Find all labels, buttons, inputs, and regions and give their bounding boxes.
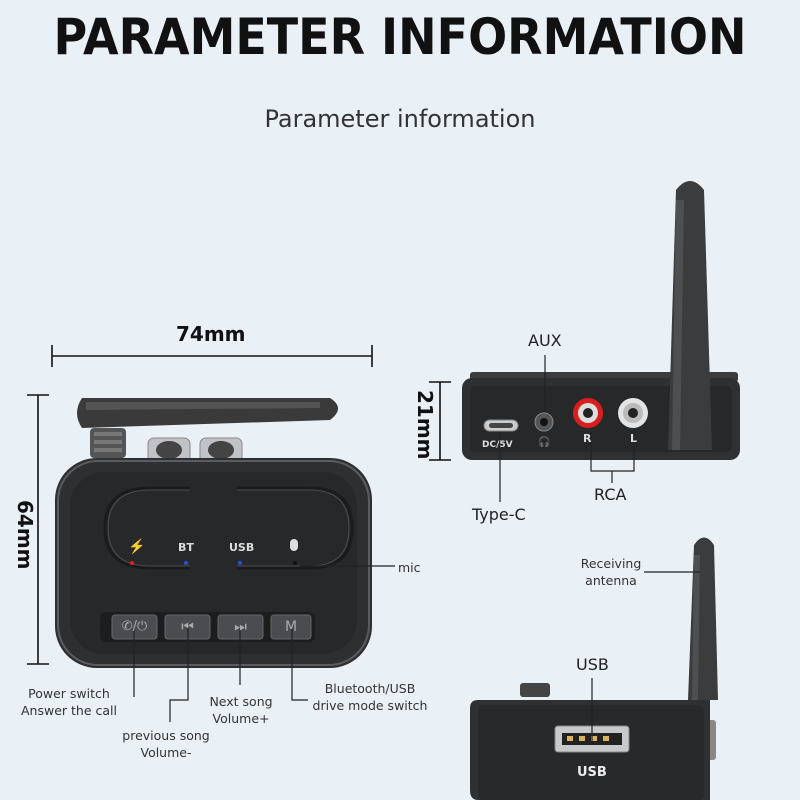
next-icon: ⏭ bbox=[234, 619, 247, 635]
front-button-row bbox=[100, 612, 315, 642]
previous-button[interactable]: ⏮ bbox=[165, 615, 210, 639]
next-button[interactable]: ⏭ bbox=[218, 615, 263, 639]
bt-indicator-label: BT bbox=[178, 541, 194, 554]
rear-callout-lines bbox=[499, 355, 635, 502]
page-subtitle: Parameter information bbox=[264, 105, 536, 133]
mic-icon bbox=[290, 539, 298, 551]
led-bt bbox=[184, 561, 188, 565]
phone-power-button[interactable]: ✆/⏻ bbox=[112, 615, 157, 639]
antenna-callout-line1: Receiving bbox=[580, 556, 642, 571]
mic-callout: mic bbox=[398, 560, 421, 575]
width-dimension-line bbox=[51, 345, 373, 367]
depth-dimension-line bbox=[429, 381, 451, 461]
aux-callout: AUX bbox=[528, 331, 562, 350]
next-callout-line2: Volume+ bbox=[212, 711, 270, 726]
antenna-callout: Receiving antenna bbox=[578, 555, 644, 589]
led-usb bbox=[238, 561, 242, 565]
headphone-icon: 🎧 bbox=[538, 437, 551, 448]
previous-callout-line2: Volume- bbox=[140, 745, 192, 760]
typec-callout: Type-C bbox=[472, 505, 526, 524]
led-power bbox=[130, 561, 134, 565]
power-callout-line2: Answer the call bbox=[21, 703, 117, 718]
usb-port-label: USB bbox=[577, 765, 607, 780]
side-callout-lines bbox=[591, 571, 700, 742]
previous-callout: previous song Volume- bbox=[110, 727, 222, 761]
power-callout-line1: Power switch bbox=[28, 686, 110, 701]
mic-hole bbox=[293, 561, 297, 565]
height-dimension-line bbox=[27, 394, 49, 665]
phone-power-icon: ✆/⏻ bbox=[121, 619, 148, 634]
mode-callout-line2: drive mode switch bbox=[312, 698, 428, 713]
power-callout: Power switch Answer the call bbox=[10, 685, 128, 719]
width-label: 74mm bbox=[176, 322, 246, 346]
next-callout-line1: Next song bbox=[209, 694, 273, 709]
rear-antenna bbox=[668, 181, 712, 450]
usb-indicator-label: USB bbox=[229, 541, 255, 554]
dc-port-label: DC/5V bbox=[482, 440, 513, 450]
antenna-callout-line2: antenna bbox=[585, 573, 637, 588]
rca-r-label: R bbox=[583, 432, 592, 445]
mode-button[interactable]: M bbox=[271, 615, 311, 639]
side-antenna bbox=[688, 537, 718, 760]
mode-callout: Bluetooth/USB drive mode switch bbox=[312, 680, 428, 714]
page-headline: PARAMETER INFORMATION bbox=[53, 8, 747, 66]
usb-callout: USB bbox=[576, 655, 609, 674]
previous-icon: ⏮ bbox=[181, 619, 194, 635]
front-callout-lines bbox=[133, 565, 395, 722]
rca-l-label: L bbox=[630, 432, 638, 445]
front-top-rca-jacks bbox=[147, 437, 243, 465]
mode-button-label: M bbox=[284, 619, 298, 635]
mode-callout-line1: Bluetooth/USB bbox=[324, 681, 416, 696]
previous-callout-line1: previous song bbox=[122, 728, 210, 743]
front-antenna bbox=[77, 398, 338, 458]
rca-callout: RCA bbox=[594, 485, 627, 504]
bolt-icon: ⚡ bbox=[128, 538, 146, 554]
next-callout: Next song Volume+ bbox=[200, 693, 282, 727]
